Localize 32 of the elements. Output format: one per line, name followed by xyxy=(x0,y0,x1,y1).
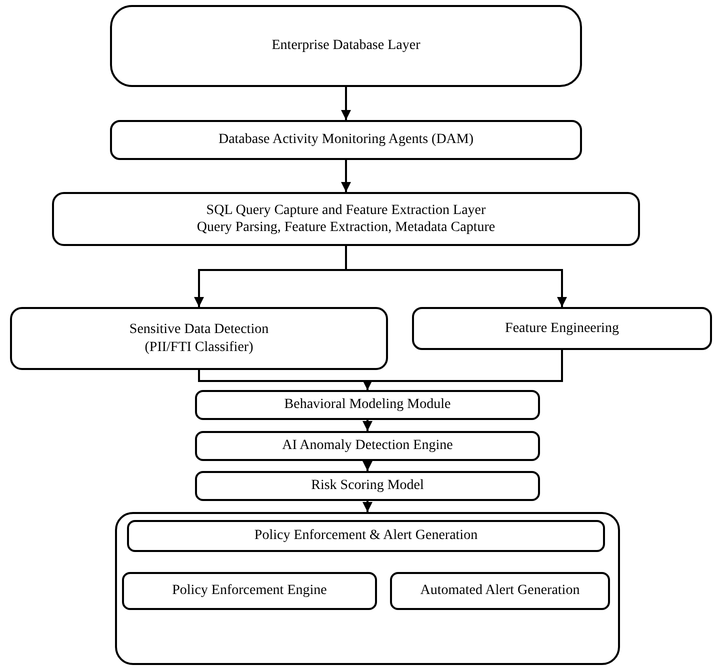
box-label: Query Parsing, Feature Extraction, Metadata Capture xyxy=(196,219,496,236)
process-box xyxy=(195,390,540,420)
box-label: Sensitive Data Detection xyxy=(129,321,269,338)
process-box xyxy=(122,572,377,610)
process-box xyxy=(52,192,640,246)
box-label: Policy Enforcement & Alert Generation xyxy=(254,527,478,545)
process-box xyxy=(195,431,540,461)
process-box xyxy=(127,520,605,552)
container-box xyxy=(115,512,620,665)
box-label: Behavioral Modeling Module xyxy=(284,396,451,414)
box-label: SQL Query Capture and Feature Extraction Layer xyxy=(206,202,486,219)
box-label: Database Activity Monitoring Agents (DAM) xyxy=(218,131,474,149)
box-label: Risk Scoring Model xyxy=(311,477,424,495)
process-box xyxy=(195,471,540,501)
process-box xyxy=(110,5,582,87)
arrow xyxy=(341,160,351,192)
box-label: Automated Alert Generation xyxy=(420,582,580,600)
box-label: Feature Engineering xyxy=(505,320,619,338)
box-label: Policy Enforcement Engine xyxy=(172,582,327,600)
arrow xyxy=(362,420,372,431)
box-label: (PII/FTI Classifier) xyxy=(144,338,254,356)
arrow xyxy=(362,461,372,471)
box-label: Enterprise Database Layer xyxy=(272,37,420,55)
arrow xyxy=(362,350,563,390)
process-box xyxy=(390,572,610,610)
arrow xyxy=(362,501,372,512)
process-box xyxy=(110,120,582,160)
arrow xyxy=(345,246,567,307)
arrow xyxy=(341,87,351,120)
process-box xyxy=(412,307,712,350)
process-box xyxy=(10,307,388,370)
box-label: AI Anomaly Detection Engine xyxy=(282,437,453,455)
